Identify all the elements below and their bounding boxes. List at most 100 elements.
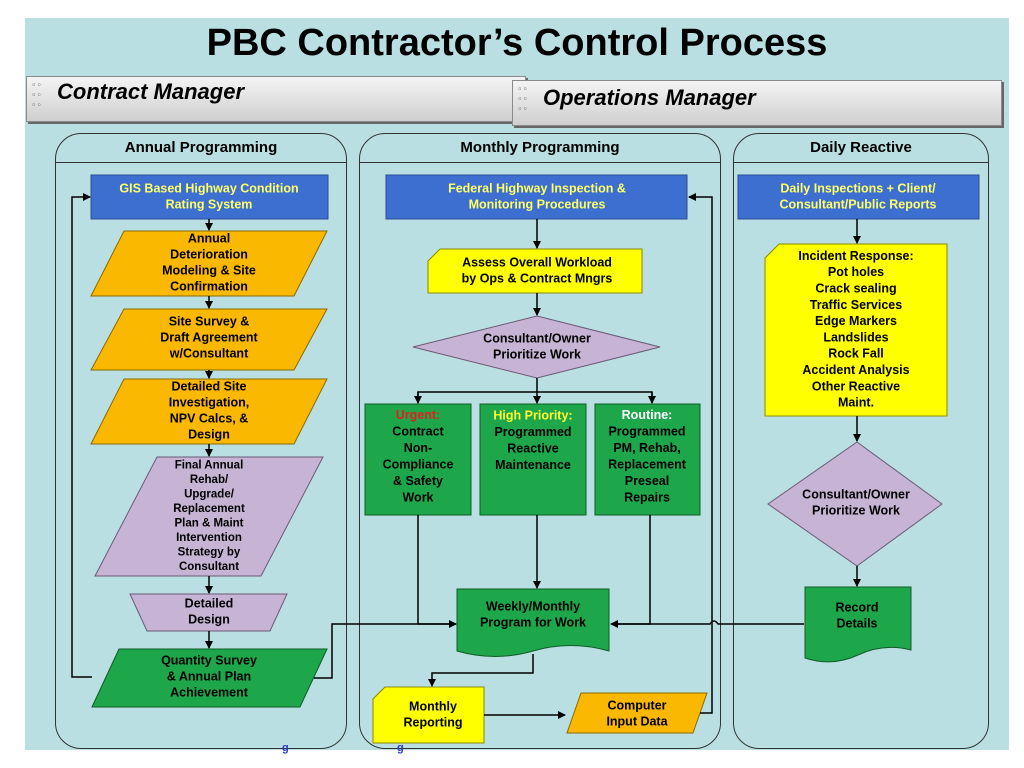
incident-response-text: Incident Response:: [798, 249, 913, 263]
final-annual-plan-text: Plan & Maint: [174, 517, 243, 529]
record-details-text: Details: [837, 616, 878, 630]
computer-input-text: Input Data: [606, 714, 668, 728]
incident-response-text: Landslides: [823, 330, 888, 344]
daily-inspections-text: Consultant/Public Reports: [780, 197, 937, 211]
urgent-text: & Safety: [393, 474, 443, 488]
deterioration-modeling-box: [90, 230, 328, 297]
urgent-box: [364, 403, 472, 516]
footer-fragment: g: [397, 742, 404, 754]
monthly-reporting-box: [372, 686, 485, 744]
computer-input-text: Computer: [607, 698, 666, 712]
incident-response-box: [764, 243, 948, 417]
page-title: PBC Contractor’s Control Process: [206, 22, 828, 64]
routine-text: Routine:: [622, 408, 673, 422]
urgent-text: Non-: [404, 441, 432, 455]
binder-rings-icon: ◦◦◦◦◦◦: [517, 85, 528, 115]
urgent-text: Contract: [392, 425, 444, 439]
monthly-reporting-text: Monthly: [409, 699, 457, 713]
assess-workload-box: [427, 248, 643, 294]
detailed-site-investigation-text: Investigation,: [169, 395, 250, 409]
footer-fragment: g: [282, 742, 289, 754]
annual-programming-header: Annual Programming: [56, 134, 346, 163]
high-priority-text: Maintenance: [495, 458, 571, 472]
quantity-survey-box: [91, 648, 328, 708]
high-priority-text: Reactive: [507, 442, 558, 456]
computer-input-box: [566, 692, 708, 734]
final-annual-plan-text: Consultant: [179, 561, 239, 573]
daily-inspections-text: Daily Inspections + Client/: [780, 181, 936, 195]
quantity-survey-text: Quantity Survey: [161, 653, 257, 667]
site-survey-box: [90, 308, 328, 371]
incident-response-text: Rock Fall: [828, 347, 884, 361]
monthly-programming-header: Monthly Programming: [360, 134, 720, 163]
monthly-reporting-text: Reporting: [403, 715, 462, 729]
final-annual-plan-text: Intervention: [176, 532, 242, 544]
detailed-site-investigation-text: Detailed Site: [171, 379, 246, 393]
incident-response-text: Traffic Services: [810, 298, 902, 312]
site-survey-text: Site Survey &: [169, 314, 250, 328]
final-annual-plan-text: Strategy by: [178, 546, 241, 558]
deterioration-modeling-text: Deterioration: [170, 247, 248, 261]
record-details-box: [804, 586, 912, 663]
quantity-survey-text: Achievement: [170, 685, 249, 699]
routine-text: Programmed: [608, 425, 685, 439]
detailed-site-investigation-box: [90, 378, 328, 445]
routine-text: Repairs: [624, 491, 670, 505]
detailed-design-box: [129, 593, 288, 632]
federal-inspection-text: Monitoring Procedures: [469, 197, 606, 211]
incident-response-text: Pot holes: [828, 265, 884, 279]
high-priority-text: High Priority:: [493, 409, 572, 423]
detailed-design-text: Design: [188, 612, 230, 626]
routine-text: PM, Rehab,: [613, 441, 680, 455]
urgent-text: Compliance: [383, 458, 454, 472]
weekly-monthly-program-text: Weekly/Monthly: [486, 599, 580, 613]
connector-lines: [71, 193, 861, 719]
urgent-text: Work: [402, 491, 433, 505]
detailed-site-investigation-text: Design: [188, 427, 230, 441]
operations-manager-label: Operations Manager: [543, 85, 756, 110]
final-annual-plan-box: [94, 456, 324, 577]
monthly-prioritize-text: Prioritize Work: [493, 347, 581, 361]
high-priority-text: Programmed: [494, 425, 571, 439]
federal-inspection-text: Federal Highway Inspection &: [448, 181, 626, 195]
daily-prioritize-text: Prioritize Work: [812, 503, 900, 517]
operations-manager-bar: ◦◦◦◦◦◦ Operations Manager: [512, 80, 1002, 126]
binder-rings-icon: ◦◦◦◦◦◦: [31, 81, 42, 111]
routine-text: Replacement: [608, 458, 687, 472]
incident-response-text: Maint.: [838, 396, 874, 410]
weekly-monthly-program-text: Program for Work: [480, 615, 586, 629]
weekly-monthly-program-box: [456, 588, 610, 657]
final-annual-plan-text: Upgrade/: [184, 488, 235, 500]
federal-inspection-box: [385, 174, 688, 220]
deterioration-modeling-text: Modeling & Site: [162, 263, 256, 277]
daily-inspections-box: [737, 174, 980, 220]
routine-box: [594, 403, 701, 516]
incident-response-text: Crack sealing: [815, 282, 896, 296]
final-annual-plan-text: Replacement: [173, 503, 245, 515]
incident-response-text: Accident Analysis: [802, 363, 909, 377]
record-details-text: Record: [835, 600, 878, 614]
site-survey-text: Draft Agreement: [160, 330, 258, 344]
daily-reactive-header: Daily Reactive: [734, 134, 988, 163]
deterioration-modeling-text: Annual: [188, 231, 230, 245]
daily-prioritize-text: Consultant/Owner: [802, 487, 910, 501]
quantity-survey-text: & Annual Plan: [167, 669, 251, 683]
detailed-site-investigation-text: NPV Calcs, &: [170, 411, 249, 425]
gis-rating-system-text: Rating System: [166, 197, 253, 211]
incident-response-text: Edge Markers: [815, 314, 897, 328]
assess-workload-text: Assess Overall Workload: [462, 255, 612, 269]
assess-workload-text: by Ops & Contract Mngrs: [462, 271, 613, 285]
high-priority-box: [479, 403, 587, 516]
deterioration-modeling-text: Confirmation: [170, 279, 248, 293]
contract-manager-label: Contract Manager: [57, 79, 245, 104]
monthly-prioritize-text: Consultant/Owner: [483, 331, 591, 345]
contract-manager-bar: ◦◦◦◦◦◦ Contract Manager: [26, 76, 526, 122]
routine-text: Preseal: [625, 474, 669, 488]
final-annual-plan-text: Rehab/: [190, 474, 229, 486]
gis-rating-system-text: GIS Based Highway Condition: [119, 181, 298, 195]
site-survey-text: w/Consultant: [169, 346, 249, 360]
incident-response-text: Other Reactive: [812, 379, 900, 393]
